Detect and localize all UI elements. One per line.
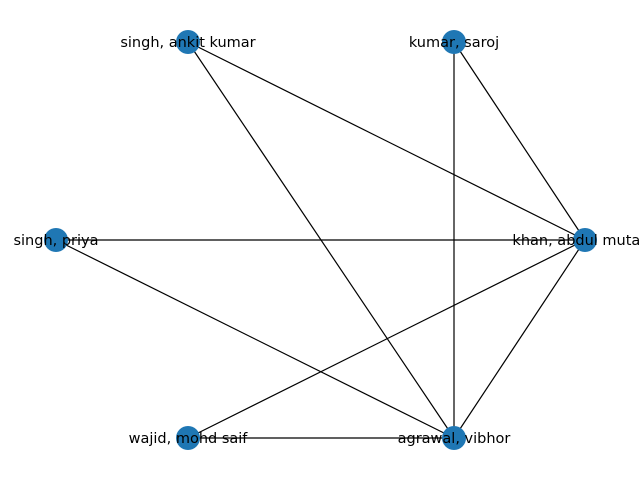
nodes-layer bbox=[44, 30, 597, 450]
node-label-khan_abdul: khan, abdul mutalib bbox=[512, 233, 640, 249]
edge-singh_priya-agrawal_vibhor bbox=[55, 239, 455, 439]
node-khan_abdul bbox=[573, 228, 597, 252]
node-label-singh_priya: singh, priya bbox=[13, 233, 98, 249]
labels-layer: singh, ankit kumar kumar, saroj singh, pri… bbox=[13, 35, 640, 447]
node-singh_priya bbox=[44, 228, 68, 252]
node-singh_ankit bbox=[176, 30, 200, 54]
edge-khan_abdul-agrawal_vibhor bbox=[453, 239, 586, 439]
node-agrawal_vibhor bbox=[442, 426, 466, 450]
edge-singh_ankit-khan_abdul bbox=[187, 41, 586, 241]
node-label-kumar_saroj: kumar, saroj bbox=[409, 35, 499, 51]
node-wajid_saif bbox=[176, 426, 200, 450]
edge-khan_abdul-wajid_saif bbox=[187, 239, 586, 439]
node-kumar_saroj bbox=[442, 30, 466, 54]
node-label-agrawal_vibhor: agrawal, vibhor bbox=[398, 431, 511, 447]
node-label-singh_ankit: singh, ankit kumar bbox=[120, 35, 255, 51]
edge-kumar_saroj-khan_abdul bbox=[453, 41, 586, 241]
node-label-wajid_saif: wajid, mohd saif bbox=[129, 431, 249, 447]
edges-layer bbox=[55, 41, 586, 439]
